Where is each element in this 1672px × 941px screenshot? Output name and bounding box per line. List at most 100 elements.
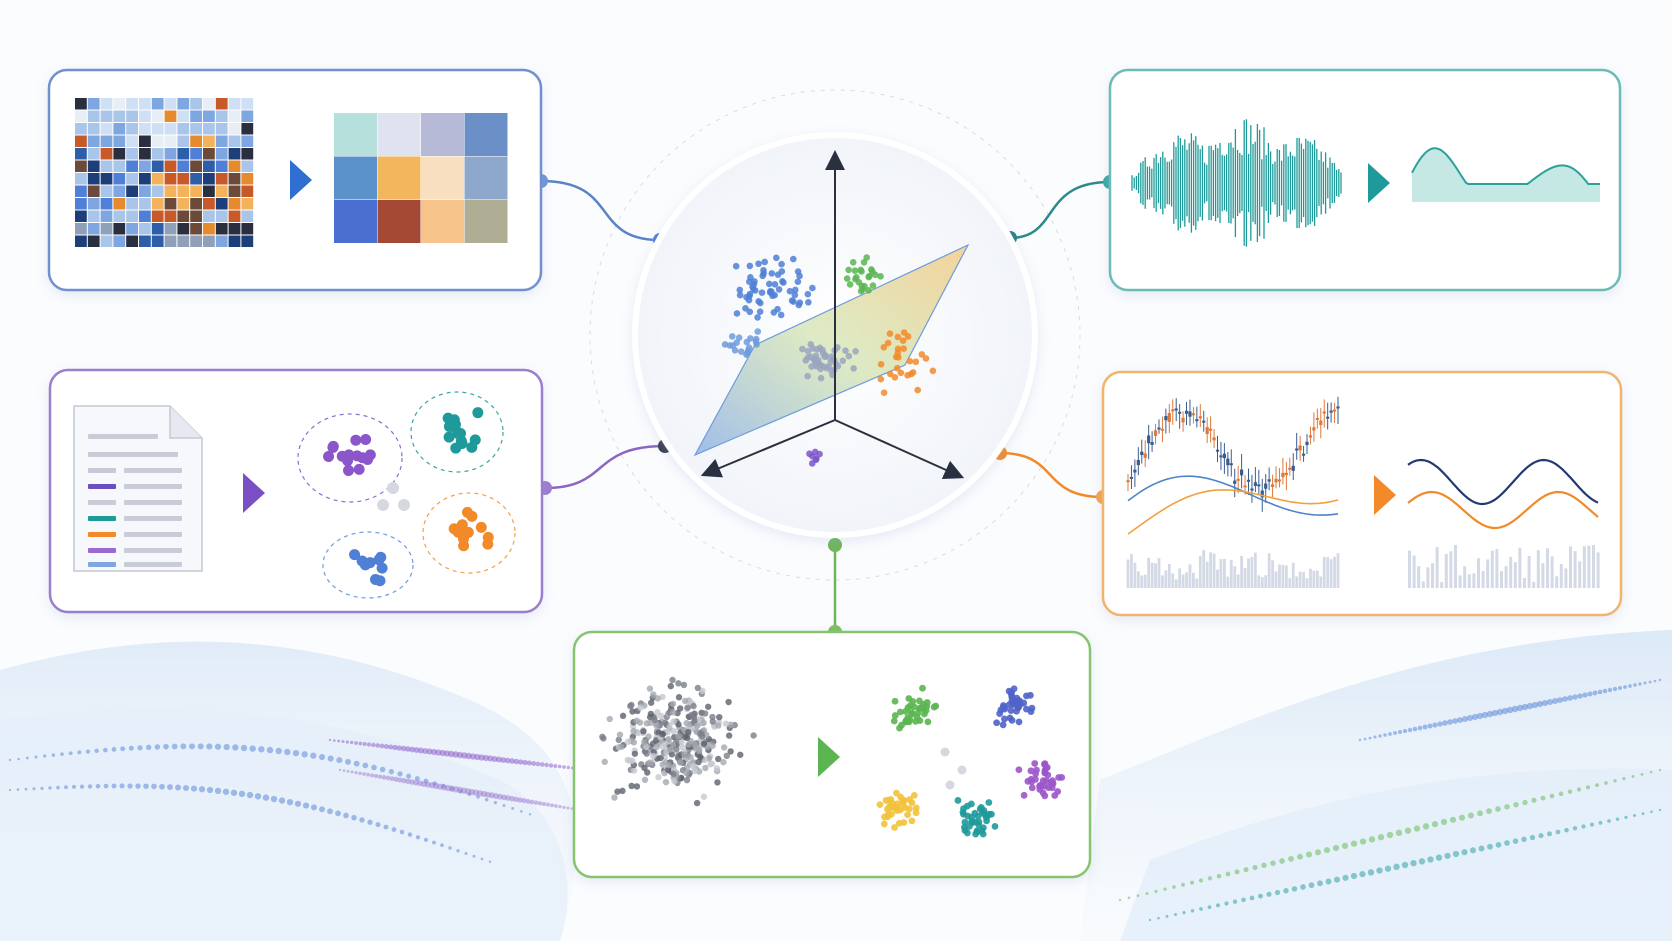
trail-dot [1589,822,1595,827]
volume-bar [1555,576,1559,588]
trail-dot [1288,855,1294,862]
embedding-point [758,289,766,296]
trail-dot [1431,821,1439,828]
embedding-point [745,344,753,351]
cluster-point [375,551,387,563]
unclustered-point [659,730,666,738]
pixel-cell [113,185,126,197]
cluster-point [323,450,335,462]
trail-dot [1466,714,1474,722]
trail-dot [310,752,317,759]
trail-dot [371,764,377,771]
trail-dot [1333,876,1341,883]
cluster-point [1031,760,1039,767]
cluster-point [1051,792,1059,799]
volume-bar [1444,553,1448,588]
trail-dot [351,814,357,821]
volume-bar [1578,561,1582,588]
trail-dot [1373,735,1377,739]
trail-dot [1266,891,1272,897]
pixel-cell [241,135,254,147]
cluster-point [984,812,992,820]
pixel-cell [113,210,126,222]
pixel-cell [177,235,190,247]
embedding-point [909,369,917,376]
volume-bar [1500,571,1503,588]
trail-dot [1386,831,1394,839]
trail-dot [128,745,134,751]
trail-dot [1216,873,1222,879]
embedding-point [843,275,851,282]
trail-dot [1491,709,1499,717]
document-line [88,516,116,521]
pixel-cell [75,98,87,110]
unclustered-point [737,751,744,758]
embedding-point [842,347,849,354]
volume-bar [1509,556,1513,588]
patch-cell [421,156,464,200]
unclustered-point [662,719,669,727]
moving-average-blue [1127,475,1339,516]
trail-dot [1249,895,1255,901]
cluster-point [915,697,923,705]
trail-dot [167,784,173,790]
embedding-point [860,259,868,266]
trail-dot [535,761,541,767]
volume-bar [1247,558,1250,588]
volume-bar [1257,575,1261,588]
candle-body [1257,484,1261,487]
unclustered-point [655,774,662,781]
pixel-cell [87,185,100,197]
trail-dot [1613,779,1617,783]
pixel-cell [87,173,100,185]
volume-bar [1315,570,1319,588]
embedding-point [747,335,754,342]
trail-dot [1549,793,1555,799]
embedding-point [820,363,827,370]
unclustered-point [616,731,624,738]
embedding-point [819,346,826,354]
unclustered-point [650,752,657,760]
volume-bar [1546,548,1549,588]
pixel-cell [203,148,215,160]
embedding-point [732,262,740,270]
trail-dot [1274,889,1281,896]
embedding-point [749,283,756,290]
trail-dot [1597,689,1603,695]
cluster-point [896,708,904,716]
unclustered-point [633,783,641,790]
trail-dot [366,772,370,777]
unclustered-point [702,764,709,772]
trail-dot [377,774,383,779]
trail-dot [1513,801,1519,808]
trail-dot [24,787,28,791]
pixel-cell [139,148,151,160]
trail-dot [1308,882,1315,889]
pixel-cell [203,110,215,122]
volume-bar [1312,570,1316,588]
trail-dot [1418,858,1426,865]
pixel-cell [126,135,138,147]
trail-dot [1261,862,1267,869]
trail-dot [1136,894,1140,898]
pixel-cell [164,98,177,110]
unclustered-point [685,728,692,736]
trail-dot [68,751,73,756]
candle-body [1167,412,1171,422]
embedding-point [828,353,836,360]
unclustered-point [669,709,677,716]
trail-dot [1604,781,1608,785]
trail-dot [77,750,82,755]
trail-dot [1607,819,1611,823]
embedding-point [866,272,873,280]
trail-dot [1359,871,1366,878]
embedding-point [904,371,911,379]
unassigned-point [945,780,955,790]
volume-bar [1309,568,1312,588]
trail-dot [379,743,385,749]
volume-bar [1564,568,1568,588]
patch-cell [334,156,377,200]
trail-dot [342,769,346,772]
unclustered-point [688,711,695,719]
